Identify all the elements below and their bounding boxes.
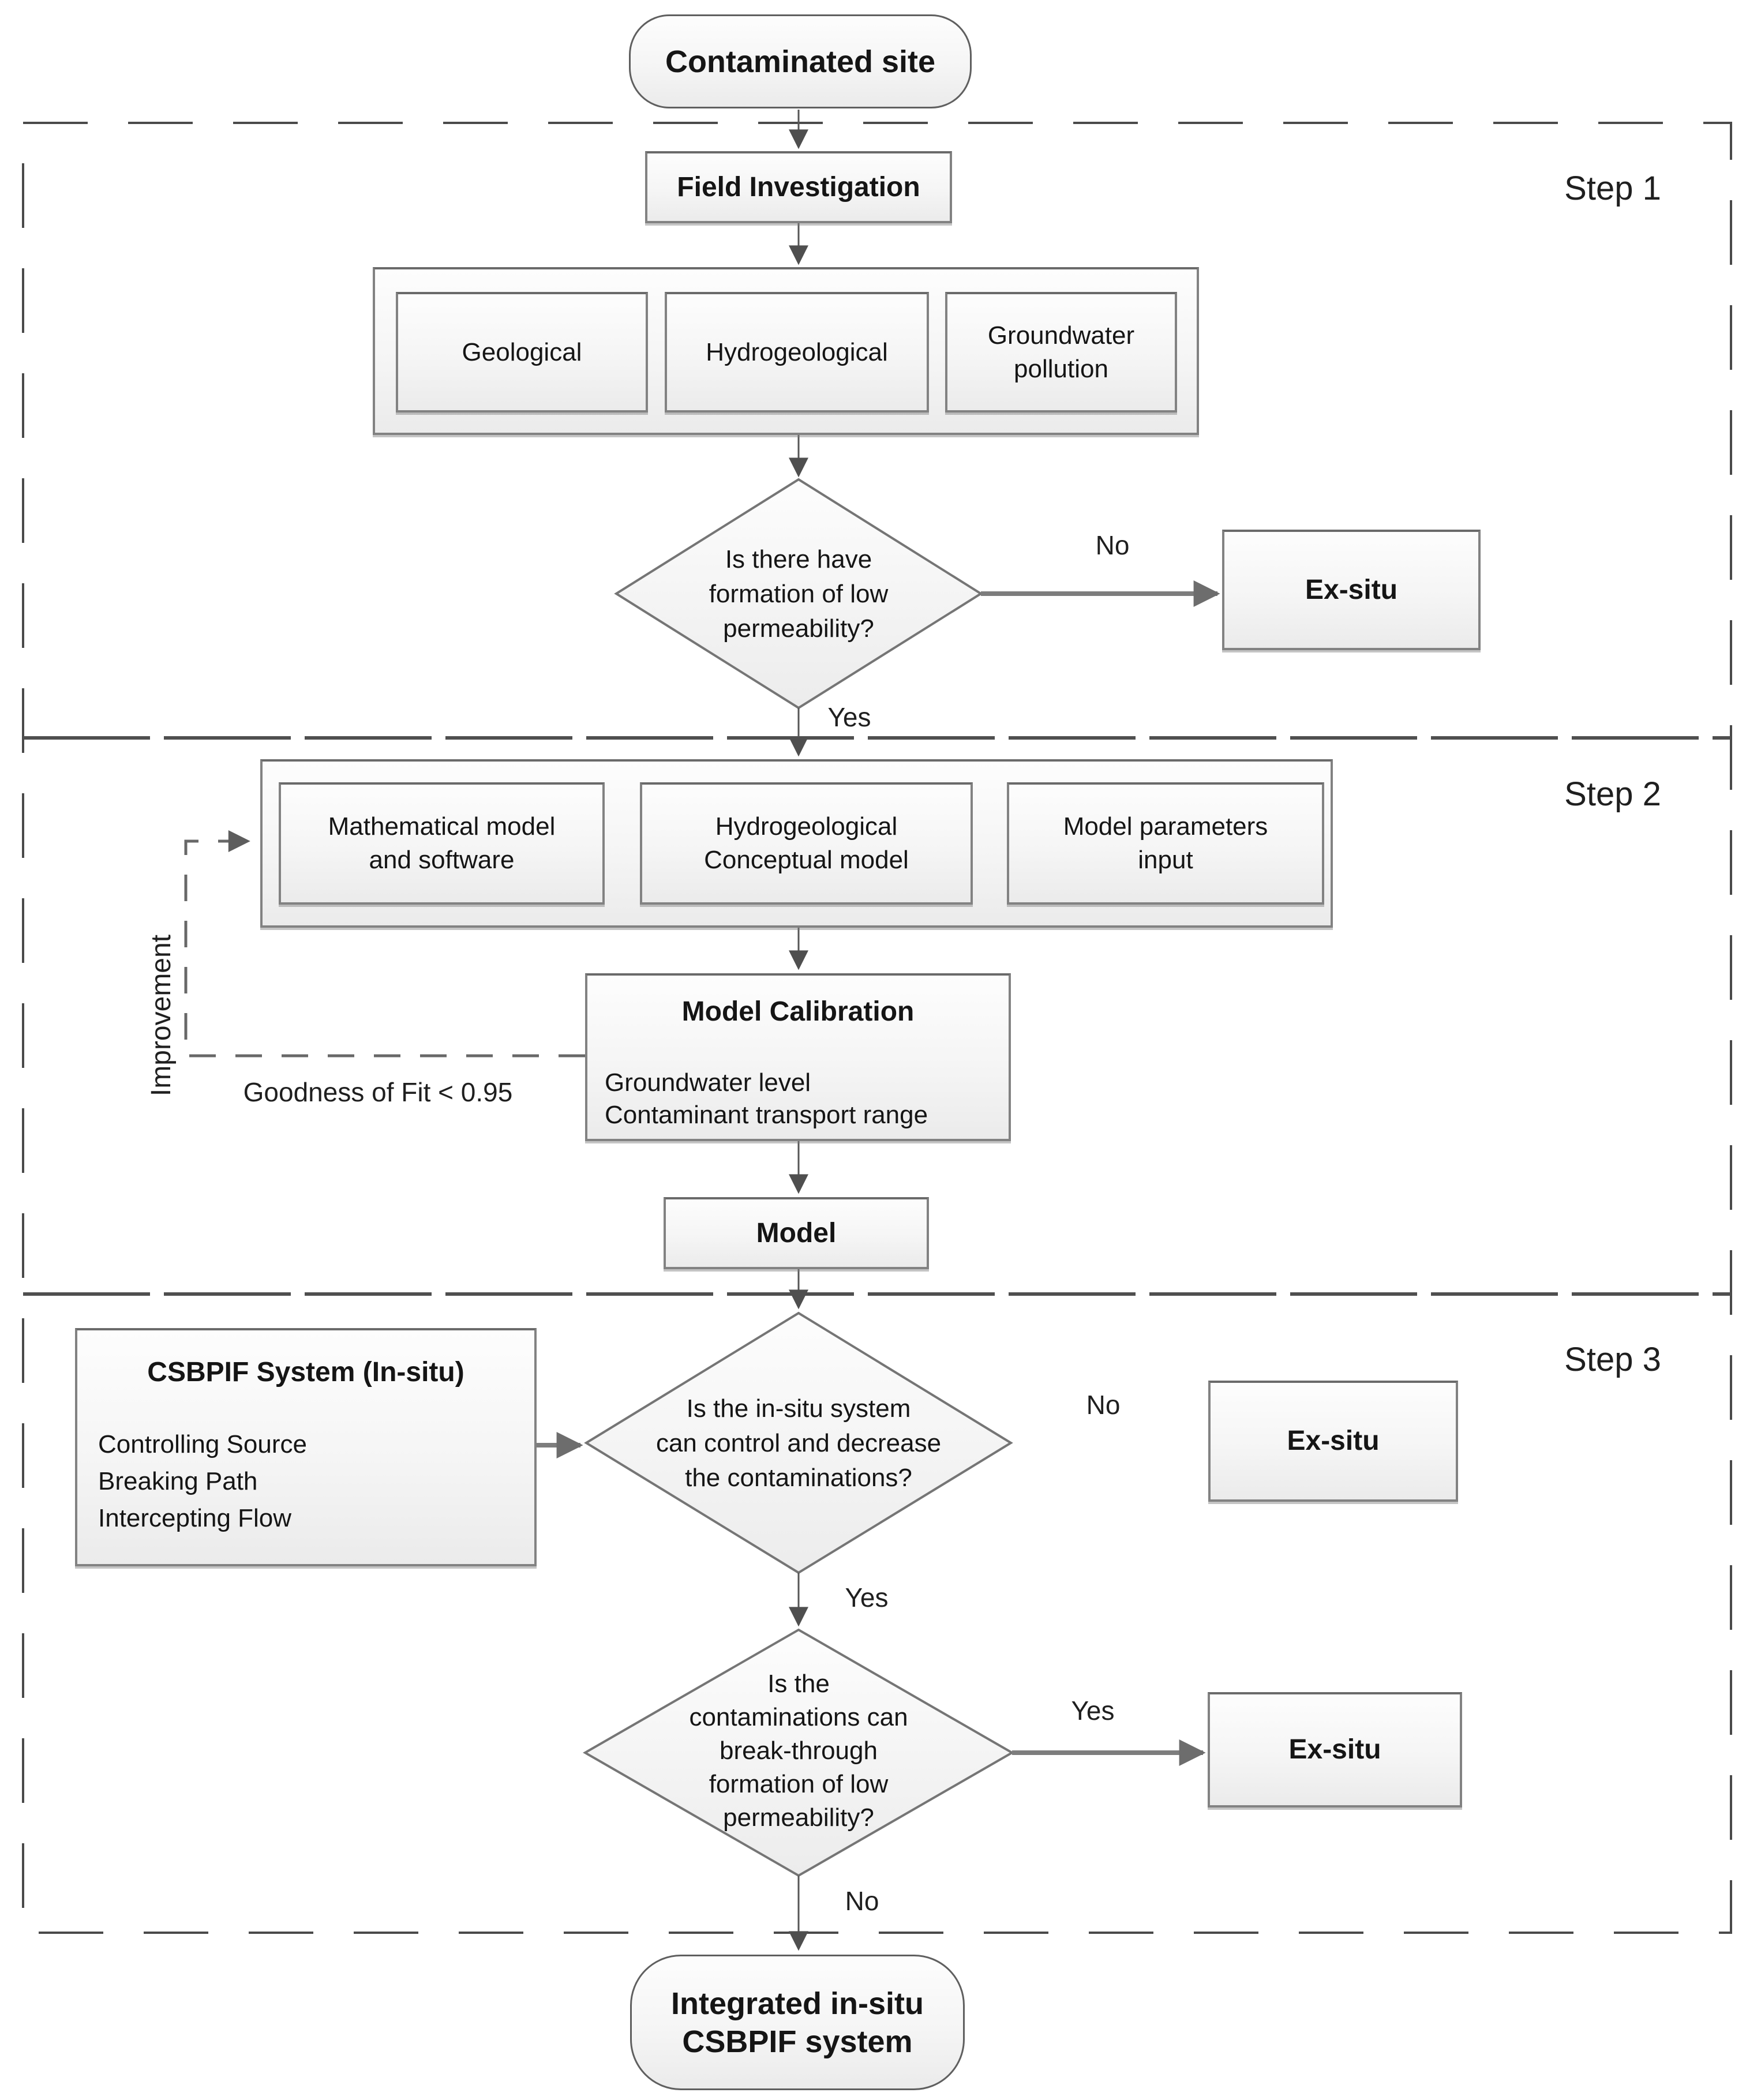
decision3-line: formation of low	[709, 1770, 889, 1798]
conceptual-model-line: Hydrogeological	[715, 812, 898, 841]
geological-label: Geological	[462, 337, 582, 366]
ex-situ-label: Ex-situ	[1288, 1734, 1381, 1765]
conceptual-model-box: Hydrogeological Conceptual model	[640, 782, 973, 905]
end-terminator: Integrated in-situ CSBPIF system	[630, 1955, 965, 2090]
calibration-item: Contaminant transport range	[605, 1101, 928, 1129]
start-terminator: Contaminated site	[629, 14, 972, 108]
steps-outer-dashed-border	[22, 122, 1732, 1934]
no-label-decision1: No	[1095, 530, 1130, 560]
step-label-3: Step 3	[1564, 1341, 1661, 1378]
decision-insitu-control-text: Is the in-situ system can control and de…	[631, 1392, 966, 1495]
decision-low-permeability-text: Is there have formation of low permeabil…	[654, 542, 943, 646]
no-label-decision2: No	[1086, 1390, 1121, 1420]
investigation-box-hydrogeological: Hydrogeological	[665, 292, 929, 412]
decision3-line: contaminations can	[689, 1703, 908, 1731]
decision3-line: Is the	[767, 1670, 830, 1698]
no-label-decision3: No	[845, 1886, 879, 1916]
ex-situ-box-2: Ex-situ	[1208, 1381, 1458, 1502]
csbpif-system-box: CSBPIF System (In-situ) Controlling Sour…	[75, 1328, 537, 1566]
yes-label-decision3: Yes	[1071, 1696, 1115, 1726]
model-parameters-line: Model parameters	[1063, 812, 1268, 841]
groundwater-pollution-label: Groundwater pollution	[987, 321, 1135, 383]
yes-label-decision2: Yes	[845, 1582, 889, 1612]
mathematical-model-line: Mathematical model	[328, 812, 556, 841]
field-investigation-box: Field Investigation	[645, 151, 952, 223]
decision3-line: break-through	[720, 1737, 878, 1765]
conceptual-model-line: Conceptual model	[704, 846, 909, 874]
improvement-loop-arrow	[184, 830, 585, 1058]
model-parameters-line: input	[1138, 846, 1193, 874]
model-label: Model	[756, 1217, 837, 1248]
end-terminator-line: Integrated in-situ	[670, 1986, 924, 2021]
hydrogeological-label: Hydrogeological	[706, 337, 888, 366]
model-parameters-box: Model parameters input	[1007, 782, 1324, 905]
end-terminator-line: CSBPIF system	[682, 2024, 913, 2059]
ex-situ-box-3: Ex-situ	[1208, 1692, 1462, 1807]
ex-situ-box-1: Ex-situ	[1222, 530, 1481, 650]
yes-label-decision1: Yes	[827, 702, 871, 732]
model-calibration-box: Model Calibration Groundwater level Cont…	[585, 973, 1011, 1141]
decision3-line: permeability?	[723, 1803, 874, 1832]
csbpif-item: Breaking Path	[98, 1467, 258, 1495]
investigation-box-groundwater-pollution: Groundwater pollution	[945, 292, 1177, 412]
ex-situ-label: Ex-situ	[1287, 1426, 1380, 1456]
decision1-line: Is there have	[725, 545, 872, 573]
decision-breakthrough-text: Is the contaminations can break-through …	[666, 1667, 931, 1835]
csbpif-title: CSBPIF System (In-situ)	[147, 1357, 464, 1387]
field-investigation-label: Field Investigation	[677, 171, 920, 202]
start-terminator-label: Contaminated site	[665, 44, 936, 79]
csbpif-items: Controlling Source Breaking Path Interce…	[98, 1426, 534, 1537]
investigation-box-geological: Geological	[396, 292, 648, 412]
mathematical-model-box: Mathematical model and software	[279, 782, 605, 905]
decision1-line: permeability?	[723, 614, 874, 643]
goodness-of-fit-label: Goodness of Fit < 0.95	[243, 1077, 513, 1107]
csbpif-item: Controlling Source	[98, 1430, 307, 1458]
model-calibration-title: Model Calibration	[681, 996, 915, 1027]
improvement-label: Improvement	[146, 934, 177, 1097]
decision1-line: formation of low	[709, 580, 889, 608]
mathematical-model-line: and software	[369, 846, 515, 874]
step-label-1: Step 1	[1564, 170, 1661, 207]
csbpif-item: Intercepting Flow	[98, 1504, 292, 1532]
calibration-item: Groundwater level	[605, 1068, 811, 1097]
decision2-line: Is the in-situ system	[686, 1394, 911, 1423]
decision2-line: can control and decrease	[655, 1429, 942, 1457]
model-box: Model	[664, 1197, 929, 1269]
model-calibration-items: Groundwater level Contaminant transport …	[605, 1067, 1009, 1131]
step-label-2: Step 2	[1564, 775, 1661, 813]
decision2-line: the contaminations?	[685, 1464, 912, 1492]
ex-situ-label: Ex-situ	[1305, 574, 1398, 605]
